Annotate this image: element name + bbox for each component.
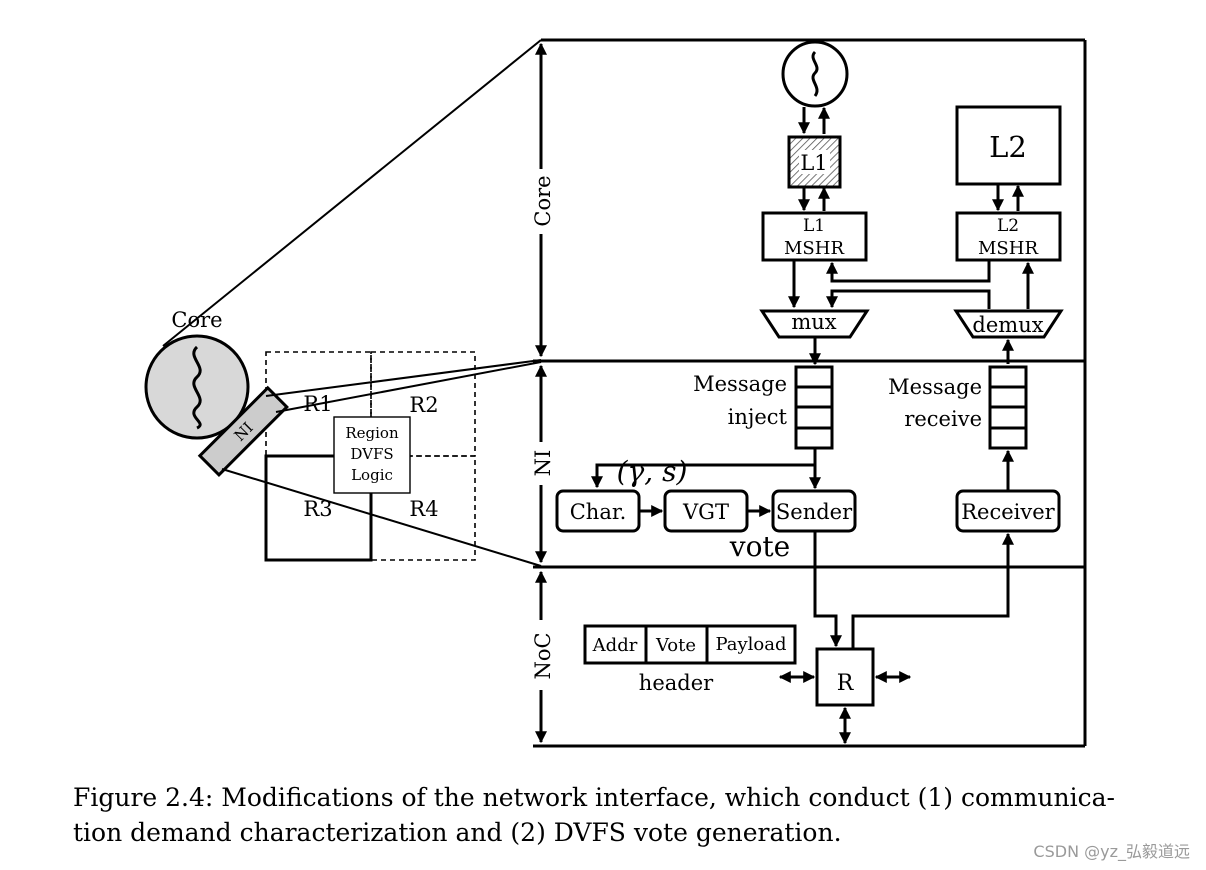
core-label: Core <box>171 308 222 332</box>
header-vote-label: Vote <box>655 635 696 656</box>
l1-mshr-box <box>761 211 868 262</box>
region-dvfs-logic-box <box>333 416 411 494</box>
demux-shape <box>953 309 1064 339</box>
receiver-block-label: Receiver <box>961 500 1055 524</box>
char-block-label: Char. <box>570 500 627 524</box>
layer-noc-label: NoC <box>531 632 555 679</box>
msg-receive-line2: receive <box>904 407 982 431</box>
header-payload-field <box>705 624 797 665</box>
region-grid <box>264 351 476 562</box>
zoom-lines <box>162 39 542 567</box>
region-r4-label: R4 <box>409 497 438 521</box>
noc-layer-arrows <box>778 531 1014 745</box>
caption-line-2: tion demand characterization and (2) DVF… <box>73 818 842 847</box>
vgt-block-label: VGT <box>682 500 729 524</box>
l2-mshr-line1: L2 <box>997 216 1019 236</box>
msg-inject-line1: Message <box>693 372 787 396</box>
msg-inject-line2: inject <box>728 405 788 429</box>
header-addr-field <box>583 624 648 665</box>
core-layer-arrows <box>788 106 1034 366</box>
ni-block <box>197 385 289 477</box>
l2-cache-box <box>955 105 1062 186</box>
processor-wave-icon <box>811 50 819 97</box>
mux-shape <box>759 309 870 339</box>
core-wave-icon <box>192 345 202 430</box>
region-logic-line1: Region <box>345 424 399 442</box>
caption-line-1: Figure 2.4: Modifications of the network… <box>73 783 1115 812</box>
header-payload-label: Payload <box>715 634 786 655</box>
l1-mshr-line1: L1 <box>803 216 825 236</box>
router-box <box>815 647 875 707</box>
l1-cache-label: L1 <box>800 151 827 175</box>
layer-ni-label: NI <box>531 450 555 477</box>
core-circle <box>144 334 250 440</box>
region-r3-box <box>264 454 373 562</box>
mux-label: mux <box>791 310 836 334</box>
demux-label: demux <box>972 313 1043 337</box>
l2-cache-label: L2 <box>989 130 1027 164</box>
layer-core-label: Core <box>531 175 555 226</box>
sender-block-label: Sender <box>776 500 853 524</box>
ni-layer-arrows <box>591 448 1014 517</box>
l1-mshr-line2: MSHR <box>784 238 844 259</box>
router-label: R <box>837 671 855 696</box>
l2-mshr-box <box>955 211 1062 262</box>
header-addr-label: Addr <box>592 635 638 656</box>
header-label: header <box>639 671 714 695</box>
l2-mshr-line2: MSHR <box>978 238 1038 259</box>
region-logic-line2: DVFS <box>350 445 393 463</box>
region-r2-label: R2 <box>409 393 438 417</box>
gamma-s-label: (γ, s) <box>617 455 688 488</box>
inject-queue <box>794 365 834 450</box>
msg-receive-line1: Message <box>888 375 982 399</box>
figure-caption: Figure 2.4: Modifications of the network… <box>73 780 1143 850</box>
vote-label: vote <box>729 530 791 563</box>
watermark: CSDN @yz_弘毅道远 <box>1033 842 1190 861</box>
region-logic-line3: Logic <box>351 466 393 484</box>
receiver-block <box>955 489 1061 533</box>
receive-queue <box>988 365 1028 450</box>
